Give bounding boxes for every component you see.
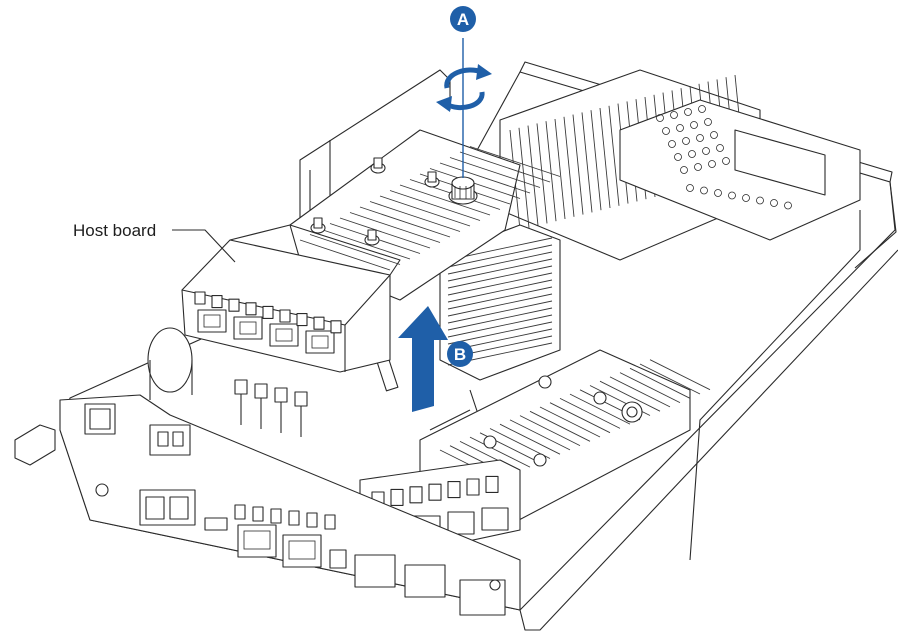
step-a-indicator: A [436, 6, 492, 178]
host-board-callout: Host board [73, 221, 236, 263]
step-b-indicator: B [398, 306, 473, 412]
host-board-label: Host board [73, 221, 156, 240]
front-panel [14, 327, 521, 616]
counterclockwise-rotate-icon [436, 64, 492, 112]
captive-thumbscrew [448, 176, 478, 205]
step-b-badge: B [454, 345, 466, 364]
step-a-badge: A [457, 10, 469, 29]
control-module [619, 99, 861, 241]
